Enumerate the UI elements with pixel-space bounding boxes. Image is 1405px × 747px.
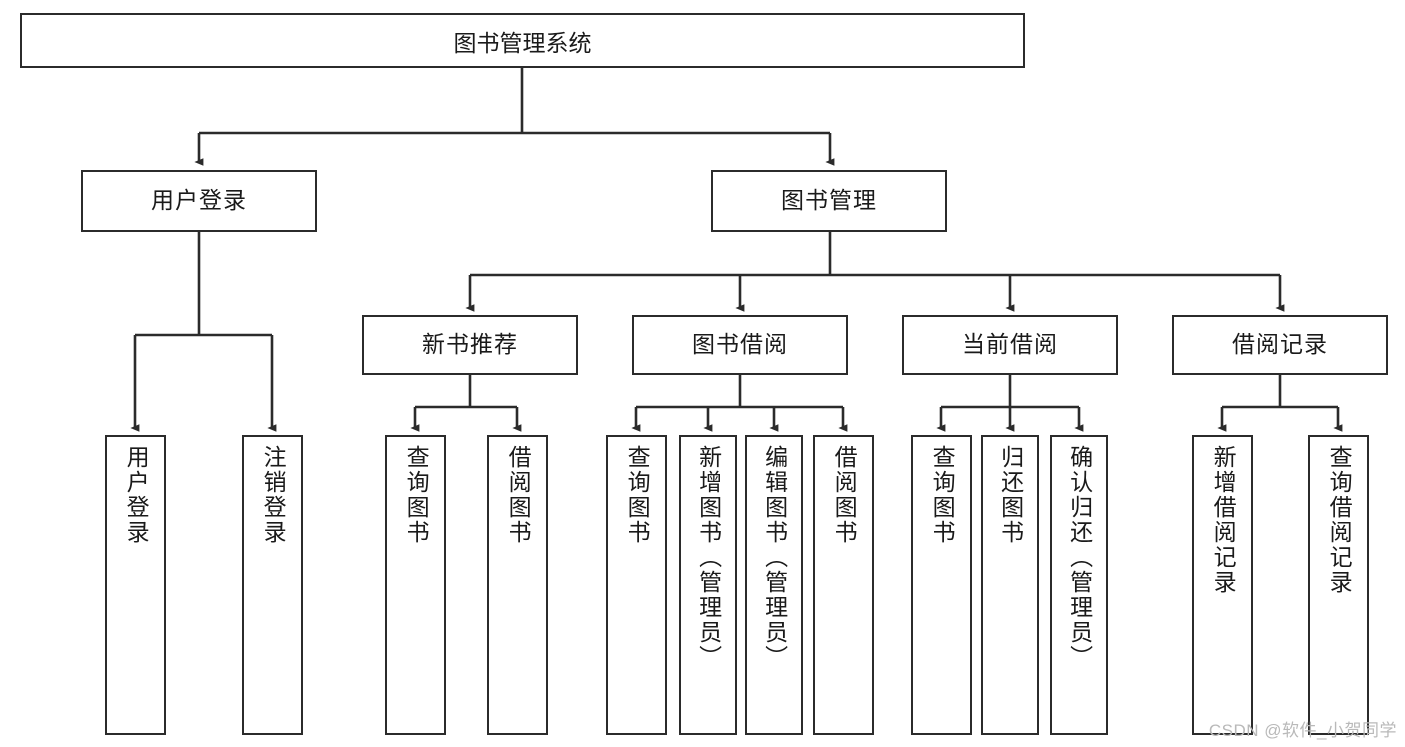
- node-label: 新书推荐: [422, 331, 518, 358]
- node-book-management[interactable]: 图书管理: [711, 170, 947, 232]
- leaf-book-borrow-edit-book-admin[interactable]: 编辑图书（管理员）: [745, 435, 803, 735]
- leaf-book-borrow-add-book-admin[interactable]: 新增图书（管理员）: [679, 435, 737, 735]
- leaf-label: 借阅图书: [505, 445, 532, 545]
- leaf-label: 注销登录: [260, 445, 287, 545]
- leaf-label: 查询借阅记录: [1326, 445, 1353, 595]
- leaf-current-borrow-query-book[interactable]: 查询图书: [911, 435, 972, 735]
- leaf-new-book-query-book[interactable]: 查询图书: [385, 435, 446, 735]
- leaf-user-login-logout[interactable]: 注销登录: [242, 435, 303, 735]
- node-label: 用户登录: [151, 187, 247, 214]
- node-current-borrow[interactable]: 当前借阅: [902, 315, 1118, 375]
- leaf-label: 查询图书: [403, 445, 430, 545]
- leaf-current-borrow-confirm-return-admin[interactable]: 确认归还（管理员）: [1050, 435, 1108, 735]
- node-label: 图书借阅: [692, 331, 788, 358]
- leaf-label: 归还图书: [997, 445, 1024, 545]
- watermark: CSDN @软件_小贺同学: [1208, 721, 1397, 740]
- leaf-label: 借阅图书: [831, 445, 858, 545]
- leaf-user-login-login[interactable]: 用户登录: [105, 435, 166, 735]
- node-new-book-recommend[interactable]: 新书推荐: [362, 315, 578, 375]
- node-book-borrow[interactable]: 图书借阅: [632, 315, 848, 375]
- leaf-book-borrow-borrow-book[interactable]: 借阅图书: [813, 435, 874, 735]
- leaf-label: 确认归还（管理员）: [1066, 445, 1093, 670]
- node-user-login[interactable]: 用户登录: [81, 170, 317, 232]
- node-borrow-records[interactable]: 借阅记录: [1172, 315, 1388, 375]
- node-label: 图书管理: [781, 187, 877, 214]
- node-label: 当前借阅: [962, 331, 1058, 358]
- node-label: 图书管理系统: [453, 29, 592, 56]
- leaf-current-borrow-return-book[interactable]: 归还图书: [981, 435, 1039, 735]
- leaf-label: 编辑图书（管理员）: [761, 445, 788, 670]
- leaf-label: 查询图书: [624, 445, 651, 545]
- leaf-new-book-borrow-book[interactable]: 借阅图书: [487, 435, 548, 735]
- leaf-label: 用户登录: [123, 445, 150, 545]
- node-root-book-management-system[interactable]: 图书管理系统: [20, 13, 1025, 68]
- leaf-label: 查询图书: [929, 445, 956, 545]
- leaf-borrow-records-query-record[interactable]: 查询借阅记录: [1308, 435, 1369, 735]
- leaf-book-borrow-query-book[interactable]: 查询图书: [606, 435, 667, 735]
- node-label: 借阅记录: [1232, 331, 1328, 358]
- leaf-label: 新增图书（管理员）: [695, 445, 722, 670]
- leaf-label: 新增借阅记录: [1210, 445, 1237, 595]
- leaf-borrow-records-add-record[interactable]: 新增借阅记录: [1192, 435, 1253, 735]
